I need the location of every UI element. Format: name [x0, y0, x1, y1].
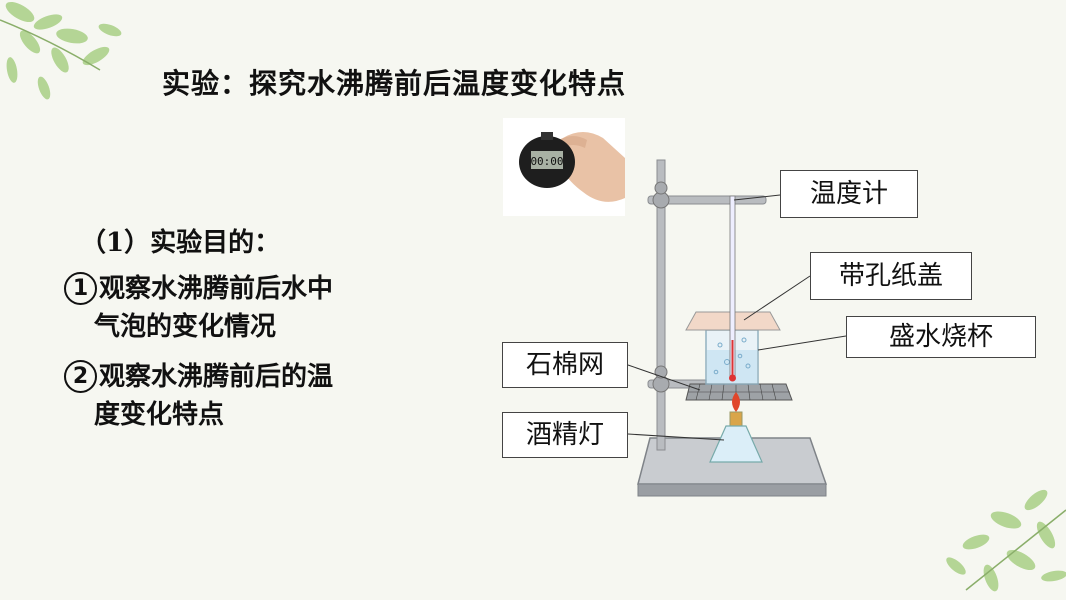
alcohol-lamp	[709, 425, 763, 463]
goal-item-2-line1: 观察水沸腾前后的温	[99, 362, 334, 392]
stopwatch-display: 00:00	[530, 155, 563, 168]
goal-item-1-line1: 观察水沸腾前后水中	[99, 274, 334, 304]
thermometer-clamp	[647, 195, 767, 205]
circled-number-2: 2	[64, 360, 97, 393]
label-beaker: 盛水烧杯	[846, 316, 1036, 358]
label-gauze: 石棉网	[502, 342, 628, 388]
circled-number-1: 1	[64, 272, 97, 305]
goal-item-1-line2: 气泡的变化情况	[94, 312, 277, 342]
stand-rod	[656, 159, 666, 451]
label-thermometer: 温度计	[780, 170, 918, 218]
page-title: 实验：探究水沸腾前后温度变化特点	[162, 67, 627, 100]
goal-heading: （1）实验目的：	[80, 228, 281, 258]
label-lid: 带孔纸盖	[810, 252, 972, 300]
goal-item-2-line2: 度变化特点	[94, 400, 225, 430]
flame	[732, 392, 740, 412]
label-alcohol-lamp: 酒精灯	[502, 412, 628, 458]
leaf-decoration-bottom-right	[946, 489, 1066, 592]
stopwatch-photo: 00:00	[503, 118, 625, 216]
leaf-decoration-top-left	[0, 1, 122, 100]
